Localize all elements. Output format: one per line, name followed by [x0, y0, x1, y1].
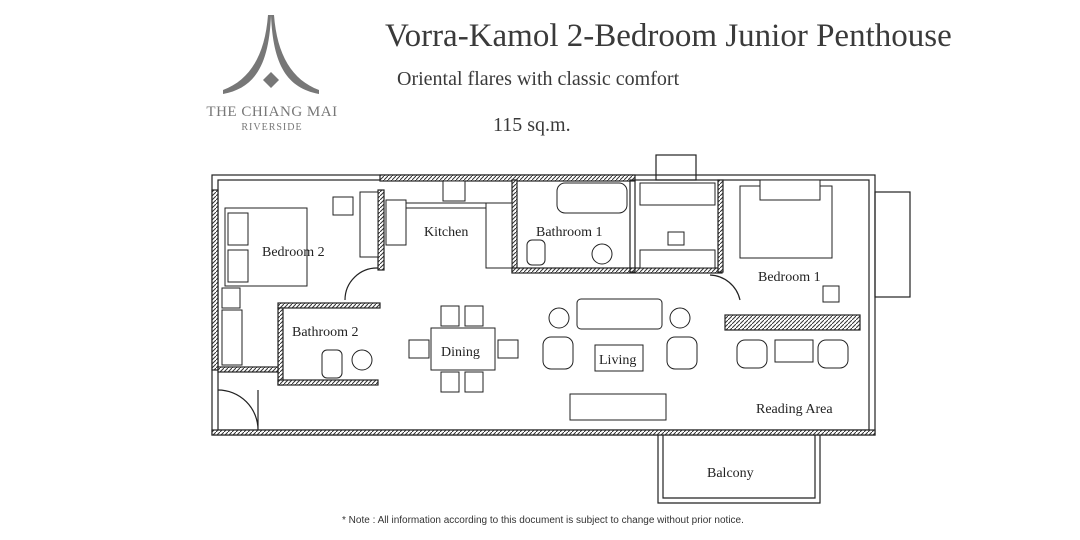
- page-subtitle: Oriental flares with classic comfort: [397, 68, 680, 90]
- page-title: Vorra-Kamol 2-Bedroom Junior Penthouse: [385, 18, 952, 54]
- room-label-bedroom-2: Bedroom 2: [262, 245, 325, 260]
- furniture: [221, 179, 849, 421]
- sofa-icon: [576, 298, 663, 330]
- bathtub-icon: [556, 182, 628, 214]
- room-label-kitchen: Kitchen: [424, 225, 468, 240]
- logo-brand-sub: RIVERSIDE: [241, 122, 303, 133]
- unit-area: 115 sq.m.: [493, 114, 571, 136]
- room-label-bathroom-2: Bathroom 2: [292, 325, 359, 340]
- room-label-reading-area: Reading Area: [756, 402, 833, 417]
- room-label-bedroom-1: Bedroom 1: [758, 270, 821, 285]
- room-label-bathroom-1: Bathroom 1: [536, 225, 603, 240]
- tv-console: [569, 393, 667, 421]
- logo: [195, 10, 365, 140]
- logo-brand-name: THE CHIANG MAI: [206, 104, 338, 120]
- walls: [211, 154, 911, 504]
- room-label-living: Living: [599, 353, 636, 368]
- stove-icon: [442, 180, 466, 202]
- disclaimer-note: * Note : All information according to th…: [342, 515, 744, 526]
- temple-roof-logo-icon: [223, 15, 319, 94]
- room-label-dining: Dining: [441, 345, 480, 360]
- dining-table: [430, 327, 496, 371]
- room-label-balcony: Balcony: [707, 466, 754, 481]
- room-labels: Bedroom 2 Kitchen Bathroom 1 Bedroom 1 B…: [262, 225, 833, 481]
